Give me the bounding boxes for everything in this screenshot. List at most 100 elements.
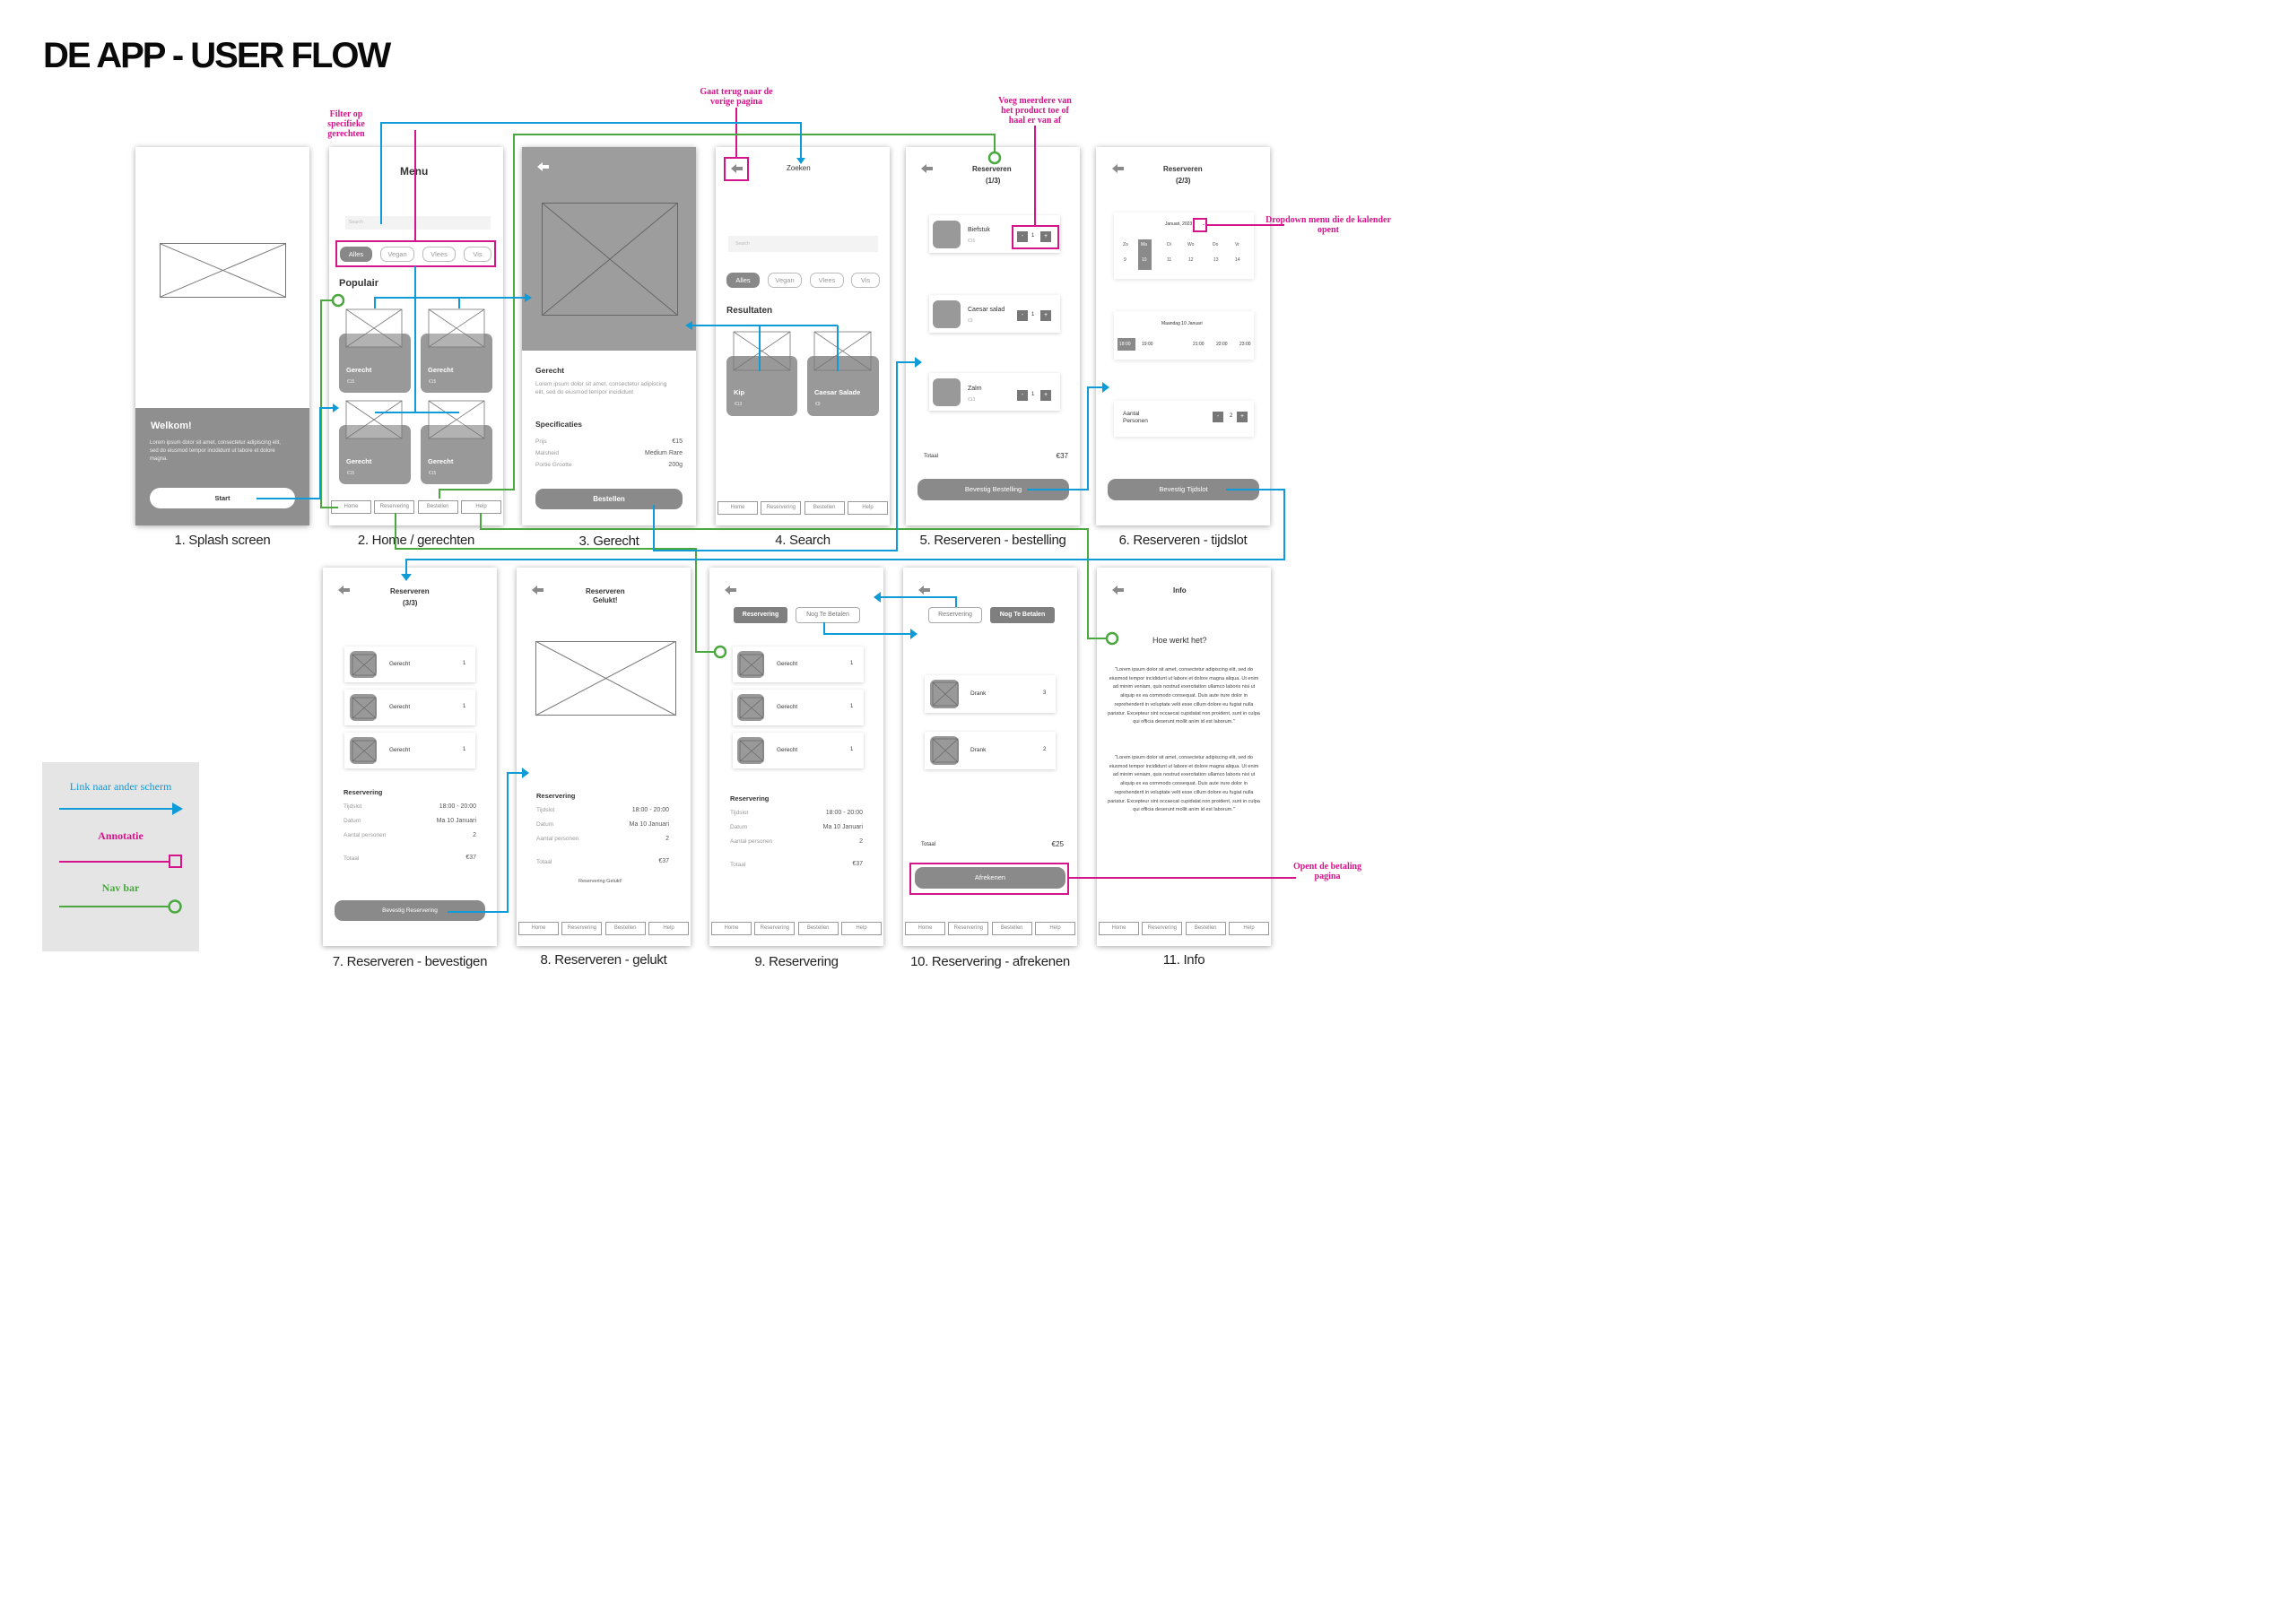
- nav-bestellen[interactable]: Bestellen: [1185, 922, 1226, 935]
- nav-help[interactable]: Help: [460, 500, 501, 514]
- date-cell[interactable]: 13: [1213, 257, 1219, 263]
- time-slot[interactable]: 23:00: [1239, 342, 1251, 347]
- detail-value: Ma 10 Januari: [436, 818, 476, 824]
- minus-button[interactable]: -: [1017, 310, 1028, 321]
- confirm-timeslot-button[interactable]: Bevestig Tijdslot: [1108, 479, 1259, 500]
- confirm-reservation-button[interactable]: Bevestig Reservering: [335, 900, 485, 921]
- plus-button[interactable]: +: [1040, 310, 1051, 321]
- minus-button[interactable]: -: [1017, 231, 1028, 242]
- nav-reservering[interactable]: Reservering: [561, 922, 603, 935]
- product-qty: 1: [463, 661, 466, 666]
- nav-bestellen[interactable]: Bestellen: [604, 922, 646, 935]
- reservation-heading: Reservering: [536, 792, 576, 800]
- reservation-heading: Reservering: [730, 794, 770, 803]
- order-row: Gerecht 1: [733, 733, 864, 768]
- caption-5: 5. Reserveren - bestelling: [919, 533, 1066, 548]
- spec-label: Malsheid: [535, 450, 560, 456]
- nav-bestellen[interactable]: Bestellen: [804, 501, 845, 515]
- minus-button[interactable]: -: [1017, 390, 1028, 401]
- screen-gerecht: Gerecht Lorem ipsum dolor sit amet, cons…: [522, 147, 696, 525]
- date-cell[interactable]: 12: [1188, 257, 1194, 263]
- start-button[interactable]: Start: [150, 488, 295, 508]
- minus-button[interactable]: -: [1213, 412, 1223, 422]
- spec-heading: Specificaties: [535, 420, 582, 429]
- screen-reserveren-bestelling: Reserveren (1/3) Biefstuk €15 - 1 + Caes…: [906, 147, 1080, 525]
- detail-value: Ma 10 Januari: [822, 824, 863, 830]
- plus-button[interactable]: +: [1237, 412, 1248, 422]
- screen-splash: Welkom! Lorem ipsum dolor sit amet, cons…: [135, 147, 309, 525]
- total-value: €37: [465, 855, 476, 861]
- back-arrow-icon[interactable]: [531, 586, 544, 595]
- selected-time-highlight: [1118, 338, 1135, 351]
- nav-reservering[interactable]: Reservering: [761, 501, 802, 515]
- date-cell[interactable]: 9: [1124, 257, 1126, 263]
- nav-help[interactable]: Help: [847, 501, 888, 515]
- nav-home[interactable]: Home: [1099, 922, 1139, 935]
- total-value: €37: [1056, 452, 1068, 460]
- time-slot[interactable]: 22:00: [1216, 342, 1228, 347]
- back-arrow-icon[interactable]: [920, 164, 933, 173]
- pay-button[interactable]: Afrekenen: [915, 867, 1065, 889]
- success-note: Reservering Gelukt!: [578, 879, 622, 884]
- nav-help[interactable]: Help: [648, 922, 689, 935]
- persons-card: Aantal Personen - 2 +: [1114, 401, 1254, 437]
- nav-help[interactable]: Help: [840, 922, 882, 935]
- dish-image-placeholders: [345, 308, 485, 439]
- detail-value: 18:00 - 20:00: [825, 810, 863, 816]
- nav-bestellen[interactable]: Bestellen: [991, 922, 1032, 935]
- detail-label: Tijdslot: [730, 810, 749, 816]
- time-slot[interactable]: 21:00: [1193, 342, 1205, 347]
- info-heading: Info: [1173, 586, 1187, 595]
- nav-reservering[interactable]: Reservering: [948, 922, 989, 935]
- order-button[interactable]: Bestellen: [535, 489, 683, 509]
- nav-help[interactable]: Help: [1228, 922, 1269, 935]
- detail-value: 18:00 - 20:00: [631, 807, 669, 813]
- nav-help[interactable]: Help: [1034, 922, 1075, 935]
- date-cell[interactable]: 11: [1167, 257, 1172, 263]
- screen-heading: Reserveren: [1163, 165, 1203, 173]
- nav-home[interactable]: Home: [711, 922, 752, 935]
- chevron-down-icon[interactable]: ⌄: [1202, 221, 1206, 227]
- screen-reservering-afrekenen: Reservering Nog Te Betalen Drank 3 Drank…: [903, 568, 1077, 946]
- info-question: Hoe werkt het?: [1152, 636, 1207, 645]
- selected-day-highlight: [1138, 239, 1152, 270]
- back-arrow-icon[interactable]: [1111, 164, 1124, 173]
- product-qty: 1: [850, 704, 854, 709]
- detail-label: Datum: [536, 821, 554, 828]
- nav-home[interactable]: Home: [718, 501, 758, 515]
- quantity-value: 1: [1031, 392, 1035, 397]
- plus-button[interactable]: +: [1040, 390, 1051, 401]
- back-arrow-icon[interactable]: [337, 586, 350, 595]
- product-qty: 1: [463, 747, 466, 752]
- nav-bestellen[interactable]: Bestellen: [417, 500, 458, 514]
- nav-home[interactable]: Home: [331, 500, 371, 514]
- screen-reserveren-bevestigen: Reserveren (3/3) Gerecht 1 Gerecht 1 Ger…: [323, 568, 497, 946]
- timeslot-card: Maandag 10 Januari 18:00 19:00 21:00 22:…: [1114, 311, 1254, 360]
- nav-home[interactable]: Home: [518, 922, 559, 935]
- persons-label: Aantal Personen: [1123, 411, 1148, 424]
- product-qty: 2: [1043, 747, 1047, 752]
- dish-description: Lorem ipsum dolor sit amet, consectetur …: [535, 381, 667, 395]
- confirm-order-button[interactable]: Bevestig Bestelling: [918, 479, 1069, 500]
- date-cell[interactable]: 10: [1142, 257, 1147, 263]
- nav-reservering[interactable]: Reservering: [754, 922, 796, 935]
- product-qty: 3: [1043, 690, 1047, 696]
- legend-symbols: [59, 803, 183, 914]
- time-slot[interactable]: 19:00: [1142, 342, 1153, 347]
- nav-reservering[interactable]: Reservering: [374, 500, 415, 514]
- back-arrow-icon[interactable]: [536, 162, 549, 171]
- total-value: €25: [1051, 840, 1064, 848]
- time-slot[interactable]: 18:00: [1119, 342, 1131, 347]
- screen-reserveren-tijdslot: Reserveren (2/3) Januari, 2023 ⌄ Zo Ma D…: [1096, 147, 1270, 525]
- plus-button[interactable]: +: [1040, 231, 1051, 242]
- date-cell[interactable]: 14: [1235, 257, 1240, 263]
- nav-bestellen[interactable]: Bestellen: [797, 922, 839, 935]
- order-row: Caesar salad €9 - 1 +: [929, 295, 1060, 333]
- detail-label: Datum: [344, 818, 361, 824]
- back-arrow-icon[interactable]: [1111, 586, 1124, 595]
- total-label: Totaal: [730, 862, 746, 868]
- nav-reservering[interactable]: Reservering: [1142, 922, 1183, 935]
- spec-value: 200g: [668, 462, 683, 468]
- nav-home[interactable]: Home: [905, 922, 945, 935]
- detail-label: Tijdslot: [344, 803, 362, 810]
